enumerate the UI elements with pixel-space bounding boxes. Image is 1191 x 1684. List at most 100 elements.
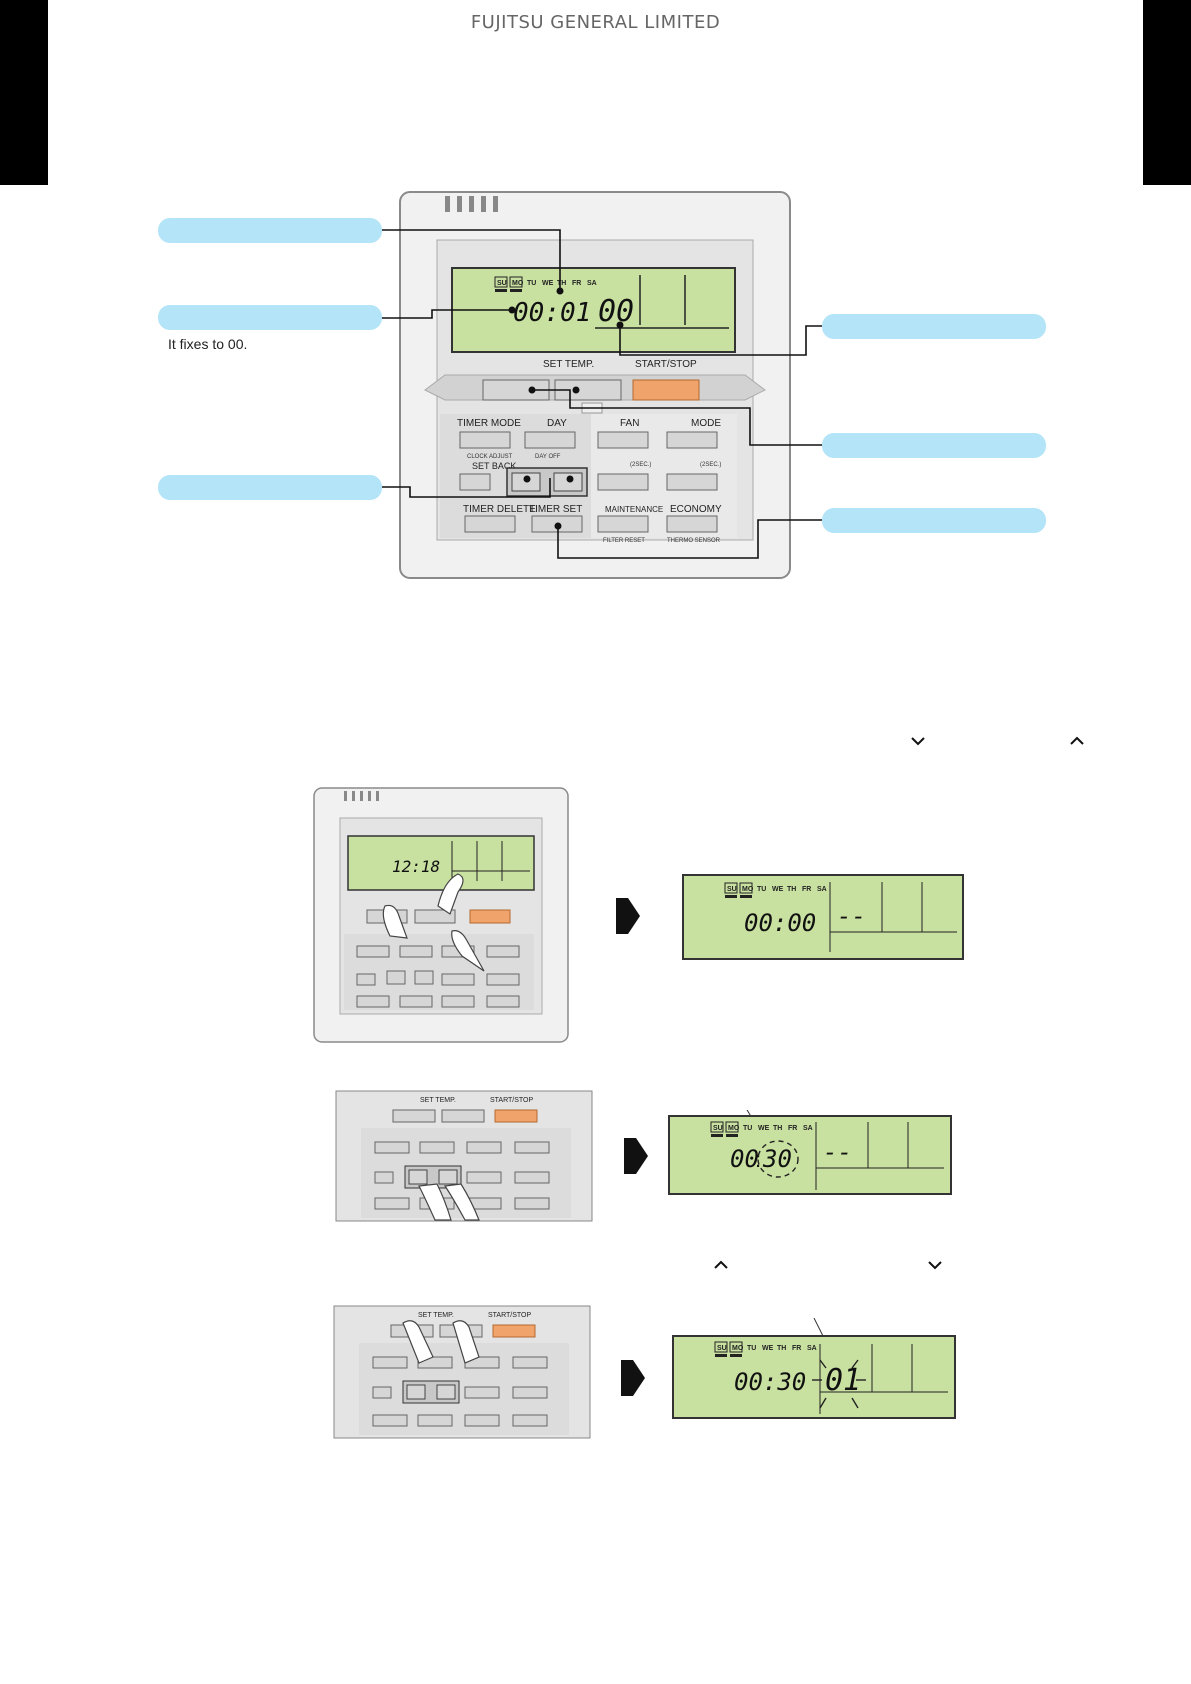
label-economy: ECONOMY — [670, 504, 722, 515]
label-thermosensor: THERMO SENSOR — [667, 538, 721, 544]
label-filterreset: FILTER RESET — [603, 538, 645, 544]
step1-remote-clock: 12:18 — [392, 857, 440, 876]
label-maintenance: MAINTENANCE — [605, 505, 663, 514]
step1-result-hour: -- — [837, 902, 866, 930]
svg-text:WE: WE — [762, 1345, 774, 1352]
day-su: SU — [497, 280, 507, 287]
step3-remote: SET TEMP. START/STOP — [333, 1305, 591, 1439]
label-dayoff: DAY OFF — [535, 454, 561, 460]
temp-down-button[interactable] — [482, 379, 550, 401]
svg-text:FR: FR — [788, 1125, 797, 1132]
svg-text:TH: TH — [773, 1125, 782, 1132]
svg-text:TH: TH — [777, 1345, 786, 1352]
main-hour: 00 — [598, 294, 634, 329]
svg-text:SA: SA — [817, 886, 827, 893]
maintenance-button[interactable] — [597, 515, 649, 533]
label-timermode: TIMER MODE — [457, 418, 521, 429]
timer-set-button[interactable] — [531, 515, 583, 533]
svg-text:START/STOP: START/STOP — [488, 1312, 532, 1319]
step2-remote: SET TEMP. START/STOP — [335, 1090, 593, 1222]
chevron-down-icon — [911, 734, 925, 748]
hand-press-icon — [418, 1183, 480, 1221]
svg-text:TH: TH — [787, 886, 796, 893]
blink-indicator — [812, 1359, 866, 1409]
step3-result-clock: 00:30 — [734, 1368, 806, 1396]
timer-mode-button[interactable] — [459, 431, 511, 449]
clock-left-button[interactable] — [511, 472, 541, 492]
label-2sec-a: (2SEC.) — [630, 462, 651, 468]
step1-remote: 12:18 — [313, 787, 569, 1043]
louver-button[interactable] — [666, 473, 718, 491]
day-button[interactable] — [524, 431, 576, 449]
label-fan: FAN — [620, 418, 639, 429]
label-2sec-b: (2SEC.) — [700, 462, 721, 468]
day-mo: MO — [512, 280, 524, 287]
timer-delete-button[interactable] — [464, 515, 516, 533]
chevron-down-icon — [928, 1258, 942, 1272]
callout-settemp — [822, 433, 1046, 458]
callout-clock — [158, 305, 382, 330]
day-sa: SA — [587, 280, 597, 287]
main-clock: 00:01 — [513, 298, 591, 328]
svg-text:TU: TU — [743, 1125, 752, 1132]
step2-result-clock-h: 00 — [730, 1145, 759, 1173]
arrow-right-icon — [624, 1138, 648, 1174]
mode-button[interactable] — [666, 431, 718, 449]
clock-right-button[interactable] — [553, 472, 583, 492]
svg-text:SU: SU — [717, 1345, 727, 1352]
day-th: TH — [557, 280, 566, 287]
label-setback: SET BACK — [472, 461, 516, 471]
label-mode: MODE — [691, 418, 721, 429]
arrow-right-icon — [621, 1360, 645, 1396]
svg-text:FR: FR — [792, 1345, 801, 1352]
main-remote: SU MO TU WE TH FR SA 00:01 00 SET TEMP. … — [399, 191, 791, 579]
step2-result-hour: -- — [823, 1138, 852, 1166]
svg-text:SU: SU — [713, 1125, 723, 1132]
step1-result-clock: 00:00 — [744, 909, 816, 937]
label-settemp: SET TEMP. — [543, 359, 594, 370]
label-timerdelete: TIMER DELETE — [463, 504, 536, 515]
svg-text:WE: WE — [772, 886, 784, 893]
set-back-button[interactable] — [459, 473, 491, 491]
chevron-up-icon — [1070, 734, 1084, 748]
edge-bar-right — [1143, 0, 1191, 185]
edge-bar-left — [0, 0, 48, 185]
svg-text:WE: WE — [758, 1125, 770, 1132]
svg-text:TU: TU — [747, 1345, 756, 1352]
callout-day — [158, 218, 382, 243]
svg-text:MO: MO — [728, 1125, 740, 1132]
day-tu: TU — [527, 280, 536, 287]
svg-text:SET TEMP.: SET TEMP. — [420, 1097, 456, 1104]
svg-text:SET TEMP.: SET TEMP. — [418, 1312, 454, 1319]
start-stop-button[interactable] — [632, 379, 700, 401]
day-we: WE — [542, 280, 554, 287]
arrow-right-icon — [616, 898, 640, 934]
callout-hour — [822, 314, 1046, 339]
fan-button[interactable] — [597, 431, 649, 449]
label-startstop: START/STOP — [635, 359, 697, 370]
step1-remote-lcd — [347, 835, 535, 891]
callout-timerset — [822, 508, 1046, 533]
svg-text:SU: SU — [727, 886, 737, 893]
callout-arrows — [158, 475, 382, 500]
swing-button[interactable] — [597, 473, 649, 491]
label-day: DAY — [547, 418, 567, 429]
svg-text:MO: MO — [732, 1345, 744, 1352]
temp-up-button[interactable] — [554, 379, 622, 401]
note-fixes: It fixes to 00. — [168, 336, 248, 352]
label-clockadjust: CLOCK ADJUST — [467, 454, 513, 460]
economy-button[interactable] — [666, 515, 718, 533]
step2-result-clock-m: 30 — [762, 1145, 792, 1173]
blink-indicator — [757, 1140, 799, 1178]
label-timerset: TIMER SET — [529, 504, 582, 515]
hand-press-icon — [382, 873, 485, 972]
page-header: FUJITSU GENERAL LIMITED — [470, 12, 721, 33]
step3-result-hour: 01 — [825, 1363, 861, 1398]
remote-vent — [445, 196, 498, 212]
svg-text:FR: FR — [802, 886, 811, 893]
svg-text:START/STOP: START/STOP — [490, 1097, 534, 1104]
svg-text:MO: MO — [742, 886, 754, 893]
